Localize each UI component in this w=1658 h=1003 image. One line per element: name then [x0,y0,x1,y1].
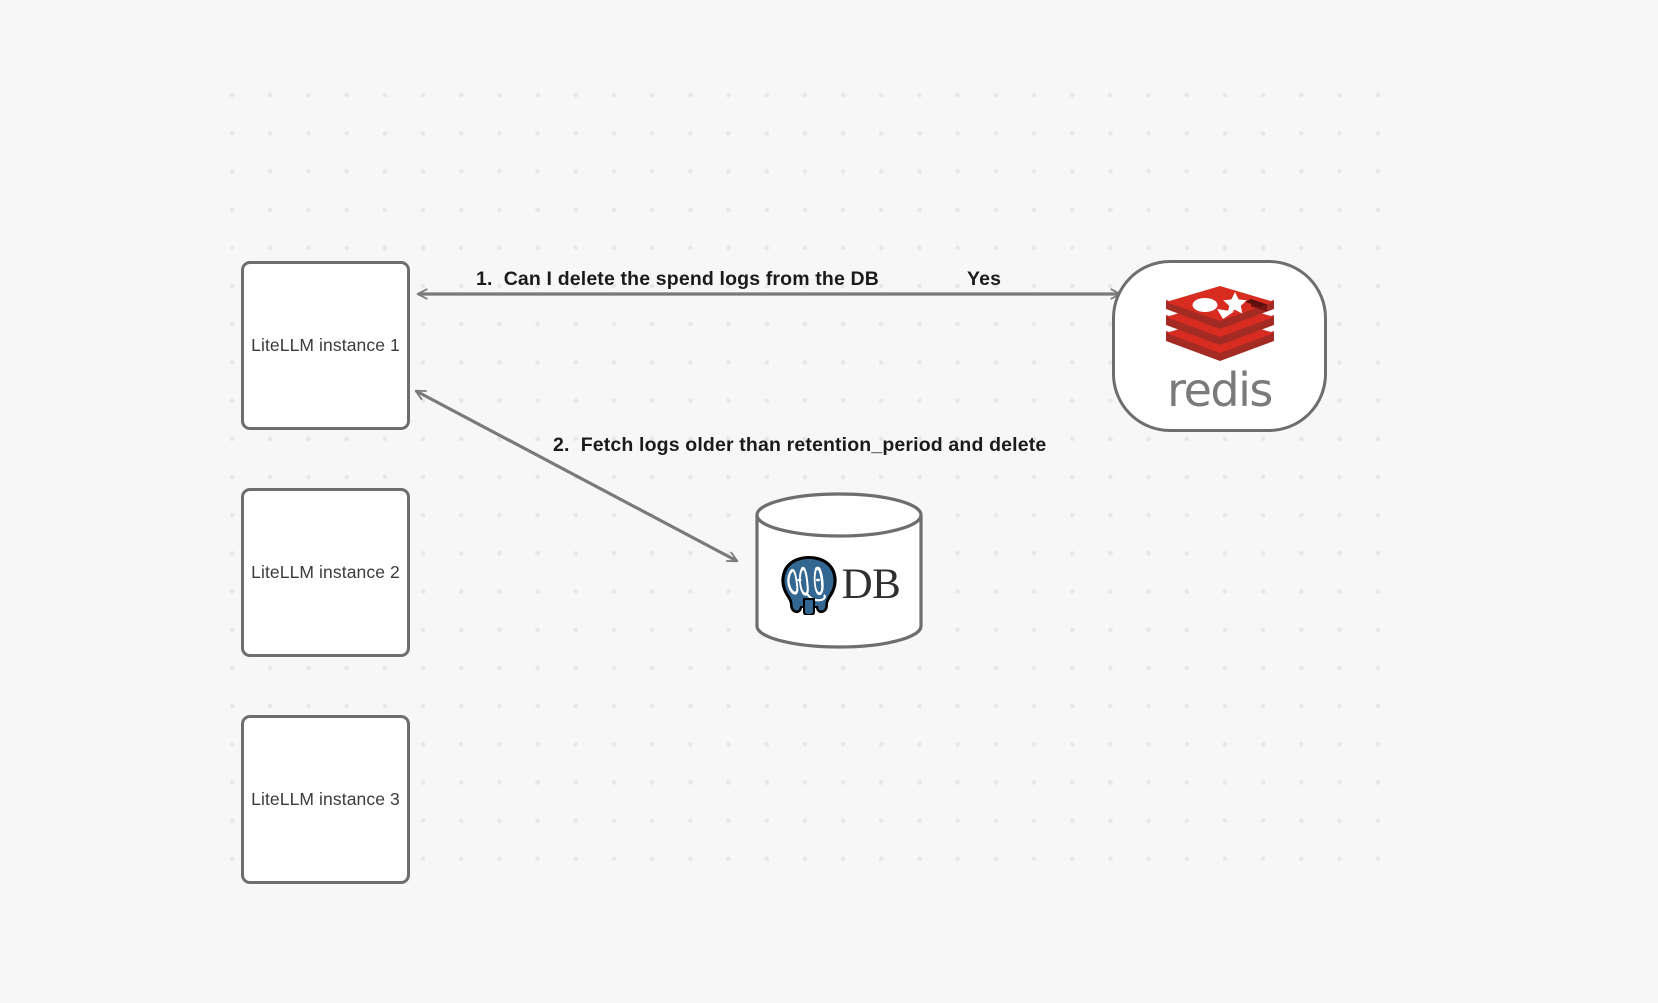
node-litellm-instance-1[interactable]: LiteLLM instance 1 [241,261,410,430]
redis-wordmark: redis [1167,362,1273,417]
database-cylinder-shape [755,492,923,649]
database-label-wrap: DB [754,492,924,649]
database-label: DB [841,561,901,608]
edge-label-yes: Yes [967,268,1002,290]
node-litellm-instance-3[interactable]: LiteLLM instance 3 [241,715,410,884]
redis-logo-icon [1165,285,1274,361]
node-label: LiteLLM instance 3 [251,789,400,809]
node-redis[interactable]: redis [1112,260,1327,432]
edge-instance1-database [416,389,737,563]
node-label: LiteLLM instance 1 [251,335,400,355]
node-database[interactable]: DB [754,492,924,649]
node-litellm-instance-2[interactable]: LiteLLM instance 2 [241,488,410,657]
edge-label-step-2: 2. Fetch logs older than retention_perio… [553,434,1047,456]
postgresql-elephant-icon [780,555,837,615]
redis-logo-wrap: redis [1161,283,1279,417]
node-label: LiteLLM instance 2 [251,562,400,582]
edge-label-step-1: 1. Can I delete the spend logs from the … [476,268,880,290]
